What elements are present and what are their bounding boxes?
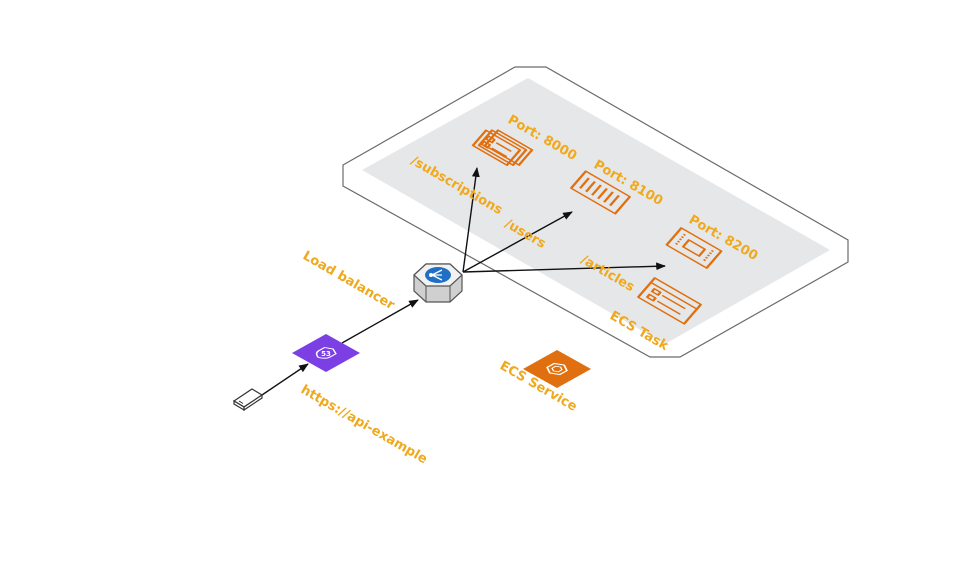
- elastic-load-balancer-icon[interactable]: [413, 263, 463, 303]
- arrow-client-to-dns: [258, 363, 309, 398]
- arrow-dns-to-lb: [341, 299, 419, 344]
- connections: [258, 167, 666, 398]
- route53-icon[interactable]: 53: [292, 334, 360, 372]
- arrow-lb-to-articles: [462, 262, 666, 273]
- subscriptions-container-icon[interactable]: [471, 126, 534, 170]
- load-balancer-label: Load balancer: [300, 248, 397, 313]
- arrow-lb-to-subscriptions: [462, 167, 480, 273]
- svg-text:53: 53: [321, 350, 331, 358]
- ecs-task-icon[interactable]: [637, 277, 702, 325]
- url-label: https://api-example: [298, 382, 430, 467]
- users-container-icon[interactable]: [570, 170, 631, 215]
- ecs-service-icon[interactable]: [523, 350, 591, 388]
- ecs-cluster-platform: [342, 66, 849, 358]
- arrow-lb-to-users: [462, 211, 573, 273]
- mobile-device-icon[interactable]: [232, 388, 264, 412]
